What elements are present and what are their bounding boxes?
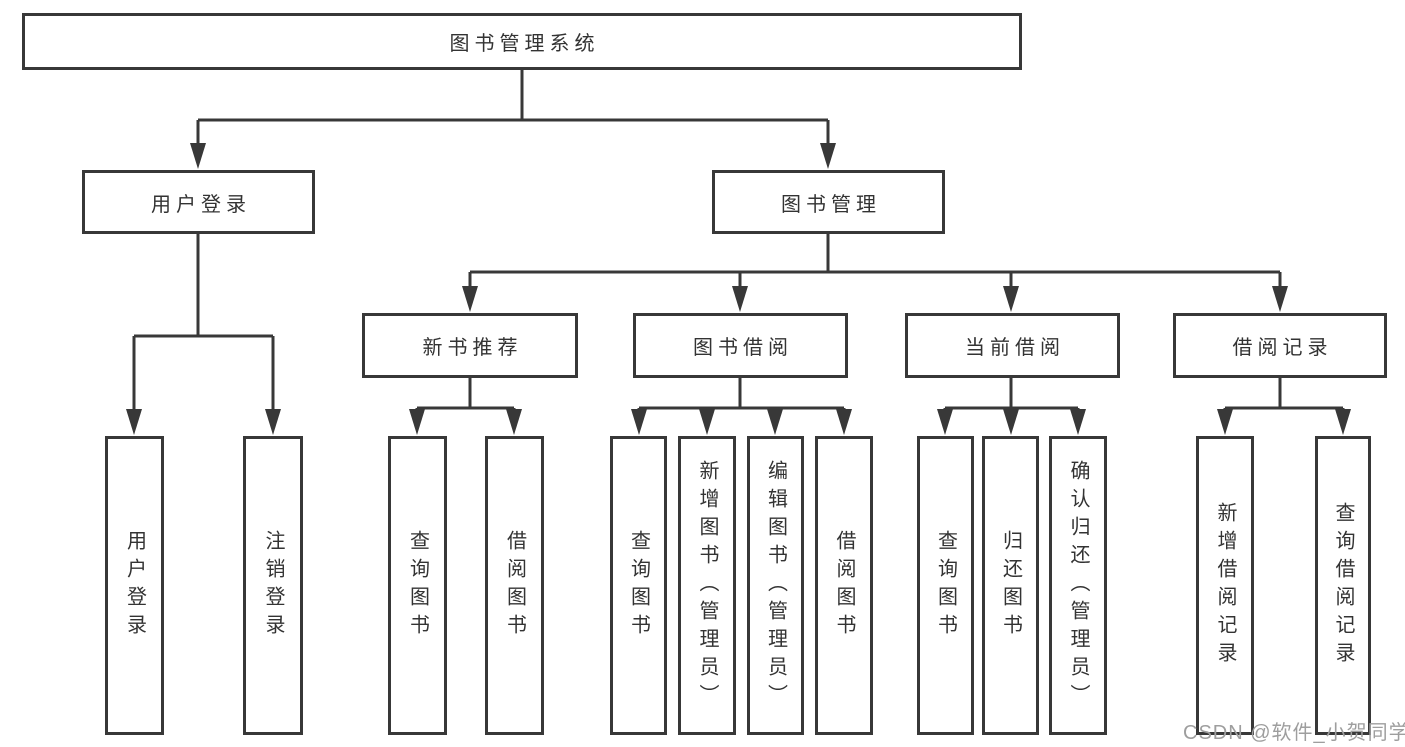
node-user-login: 用户登录 <box>82 170 315 234</box>
leaf-borrow-books-recommendation: 借阅图书 <box>485 436 544 735</box>
leaf-query-books-current: 查询图书 <box>917 436 974 735</box>
leaf-edit-books-admin: 编辑图书（管理员） <box>747 436 804 735</box>
leaf-add-borrowing-record: 新增借阅记录 <box>1196 436 1254 735</box>
leaf-query-borrowing-record: 查询借阅记录 <box>1315 436 1371 735</box>
leaf-logout: 注销登录 <box>243 436 303 735</box>
leaf-query-books-recommendation: 查询图书 <box>388 436 447 735</box>
leaf-borrow-books: 借阅图书 <box>815 436 873 735</box>
leaf-return-books: 归还图书 <box>982 436 1039 735</box>
watermark: CSDN @软件_小贺同学 <box>1183 722 1405 744</box>
node-book-management: 图书管理 <box>712 170 945 234</box>
leaf-confirm-return-admin: 确认归还（管理员） <box>1049 436 1107 735</box>
leaf-add-books-admin: 新增图书（管理员） <box>678 436 736 735</box>
node-borrowing-records: 借阅记录 <box>1173 313 1387 378</box>
node-library-management-system: 图书管理系统 <box>22 13 1022 70</box>
leaf-query-books-borrowing: 查询图书 <box>610 436 667 735</box>
leaf-user-login: 用户登录 <box>105 436 164 735</box>
node-book-borrowing: 图书借阅 <box>633 313 848 378</box>
node-new-book-recommendation: 新书推荐 <box>362 313 578 378</box>
arrowheads <box>126 143 1351 435</box>
node-current-borrowing: 当前借阅 <box>905 313 1120 378</box>
